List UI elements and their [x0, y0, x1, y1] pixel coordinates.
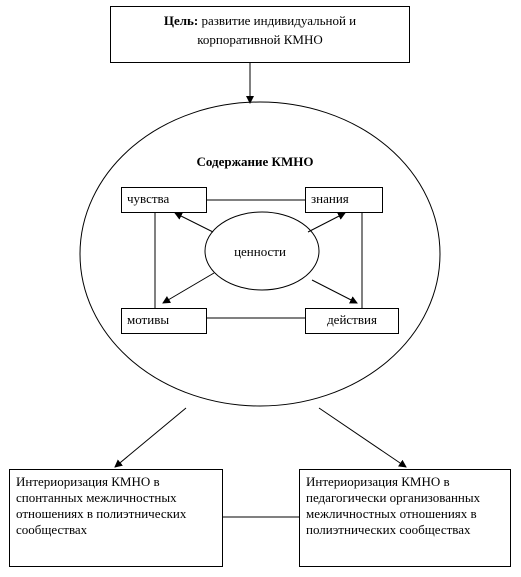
bottom-right-box: Интериоризация КМНО в педагогически орга… — [299, 469, 511, 567]
values-label: ценности — [234, 244, 286, 259]
content-title: Содержание КМНО — [196, 154, 314, 169]
bottom-left-box: Интериоризация КМНО в спонтанных межличн… — [9, 469, 223, 567]
goal-box: Цель: развитие индивидуальной и корпорат… — [110, 6, 410, 63]
arrow-values-know — [307, 212, 346, 233]
arrow-circle-right — [318, 407, 407, 468]
arrow-circle-left — [114, 407, 187, 468]
arrow-values-act — [311, 279, 358, 304]
values-ellipse — [204, 211, 320, 291]
goal-text-line2: корпоративной КМНО — [197, 32, 323, 47]
arrow-values-feel — [174, 212, 214, 233]
goal-label: Цель: — [163, 13, 199, 28]
node-actions: действия — [305, 308, 399, 334]
node-motives: мотивы — [121, 308, 207, 334]
content-circle — [79, 101, 441, 407]
node-knowledge: знания — [305, 187, 383, 213]
goal-text-line1: развитие индивидуальной и — [198, 13, 357, 28]
arrow-values-motiv — [162, 272, 215, 304]
node-feelings: чувства — [121, 187, 207, 213]
